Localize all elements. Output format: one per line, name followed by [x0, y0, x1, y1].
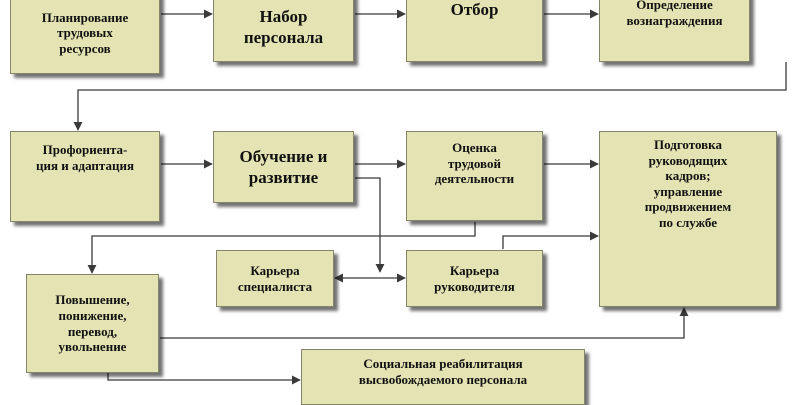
node-manager-career: Карьера руководителя: [406, 250, 543, 307]
node-training: Обучение и развитие: [213, 131, 354, 203]
node-specialist-career: Карьера специалиста: [216, 250, 334, 307]
arrow-appraisal-to-movement: [87, 222, 476, 274]
arrow-movement-to-leadership: [160, 307, 689, 339]
node-rewards: Определение вознаграждения: [599, 0, 750, 62]
arrow-rewards-to-orientation: [73, 62, 787, 131]
node-selection: Отбор: [406, 0, 543, 62]
arrow-movement-to-rehabilitation: [107, 373, 301, 385]
arrow-manager-career-to-leadership: [502, 231, 599, 249]
node-leadership: Подготовка руководящих кадров; управлени…: [599, 131, 777, 307]
node-planning: Планирование трудовых ресурсов: [10, 0, 160, 74]
node-orientation: Профориента- ция и адаптация: [10, 131, 160, 222]
arrow-training-to-careers: [355, 177, 385, 273]
node-appraisal: Оценка трудовой деятельности: [406, 131, 543, 221]
node-rehabilitation: Социальная реабилитация высвобождаемого …: [301, 349, 585, 405]
node-recruitment: Набор персонала: [213, 0, 354, 62]
node-movement: Повышение, понижение, перевод, увольнени…: [26, 274, 159, 373]
